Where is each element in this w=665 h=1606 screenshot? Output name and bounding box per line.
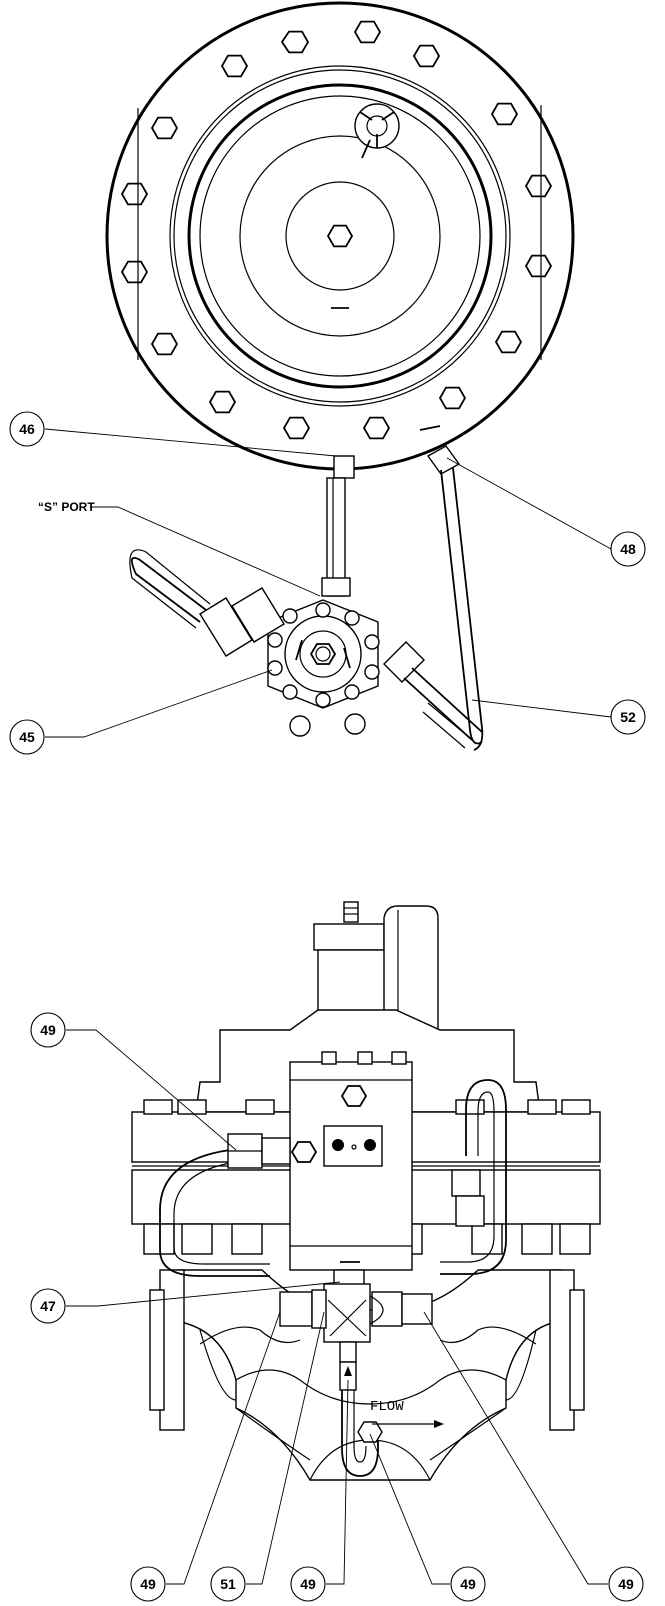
callout-49-top: 49 bbox=[30, 1012, 237, 1151]
s-port-leader bbox=[90, 506, 321, 597]
callout-52: 52 bbox=[471, 699, 646, 735]
svg-text:47: 47 bbox=[40, 1298, 56, 1314]
svg-text:49: 49 bbox=[300, 1576, 316, 1592]
svg-text:45: 45 bbox=[19, 729, 35, 745]
flange-outer-circle bbox=[105, 1, 575, 471]
cover-center-ring bbox=[285, 181, 395, 291]
svg-text:49: 49 bbox=[460, 1576, 476, 1592]
adjusting-screw bbox=[343, 901, 359, 923]
callout-47: 47 bbox=[30, 1281, 341, 1324]
svg-text:51: 51 bbox=[220, 1576, 236, 1592]
flow-label: FLOW bbox=[370, 1399, 404, 1415]
pilot-plug-hex bbox=[340, 1085, 368, 1107]
svg-text:49: 49 bbox=[618, 1576, 634, 1592]
callout-49-bottom-4: 49 bbox=[423, 1311, 644, 1602]
flow-arrow-head bbox=[434, 1420, 444, 1428]
flange-ring-inner bbox=[173, 69, 507, 403]
svg-text:52: 52 bbox=[620, 709, 636, 725]
flange-bolts bbox=[120, 20, 553, 440]
right-tube-loop bbox=[440, 1079, 507, 1275]
cover-ring bbox=[199, 95, 481, 377]
svg-text:49: 49 bbox=[40, 1022, 56, 1038]
cover-boss bbox=[239, 135, 441, 337]
callout-45: 45 bbox=[9, 669, 273, 755]
strainer-tee bbox=[279, 1283, 433, 1391]
front-view: FLOW 49 47 49 51 49 bbox=[30, 901, 644, 1602]
upper-bolts bbox=[143, 1099, 591, 1115]
body-port-hex bbox=[357, 1421, 383, 1443]
pilot-cap bbox=[313, 923, 385, 951]
pilot-body-top bbox=[267, 599, 380, 737]
top-view: “S” PORT 46 48 52 45 bbox=[9, 1, 646, 755]
right-fitting-top bbox=[383, 641, 483, 741]
svg-text:49: 49 bbox=[140, 1576, 156, 1592]
callout-46: 46 bbox=[9, 411, 337, 457]
s-port-label: “S” PORT bbox=[38, 500, 95, 514]
sensing-tube bbox=[422, 445, 484, 751]
right-upper-fitting bbox=[451, 1169, 481, 1197]
center-hex-nut bbox=[326, 224, 354, 248]
sensing-riser bbox=[341, 1390, 379, 1477]
flange-ring bbox=[169, 65, 511, 407]
cover-outer bbox=[187, 83, 493, 389]
flow-arrow-up bbox=[344, 1366, 352, 1376]
vent-cock bbox=[354, 103, 400, 159]
callout-49-bottom-3: 49 bbox=[369, 1433, 486, 1602]
svg-text:48: 48 bbox=[620, 541, 636, 557]
left-tube-loop bbox=[159, 1149, 270, 1277]
left-fittings-top bbox=[129, 549, 285, 657]
pilot-riser bbox=[321, 455, 355, 597]
callout-48: 48 bbox=[446, 457, 646, 567]
svg-text:46: 46 bbox=[19, 421, 35, 437]
flange-mark bbox=[419, 425, 441, 431]
callout-49-bottom-2: 49 bbox=[290, 1379, 349, 1602]
callout-51: 51 bbox=[210, 1311, 325, 1602]
callout-49-bottom-1: 49 bbox=[130, 1311, 281, 1602]
